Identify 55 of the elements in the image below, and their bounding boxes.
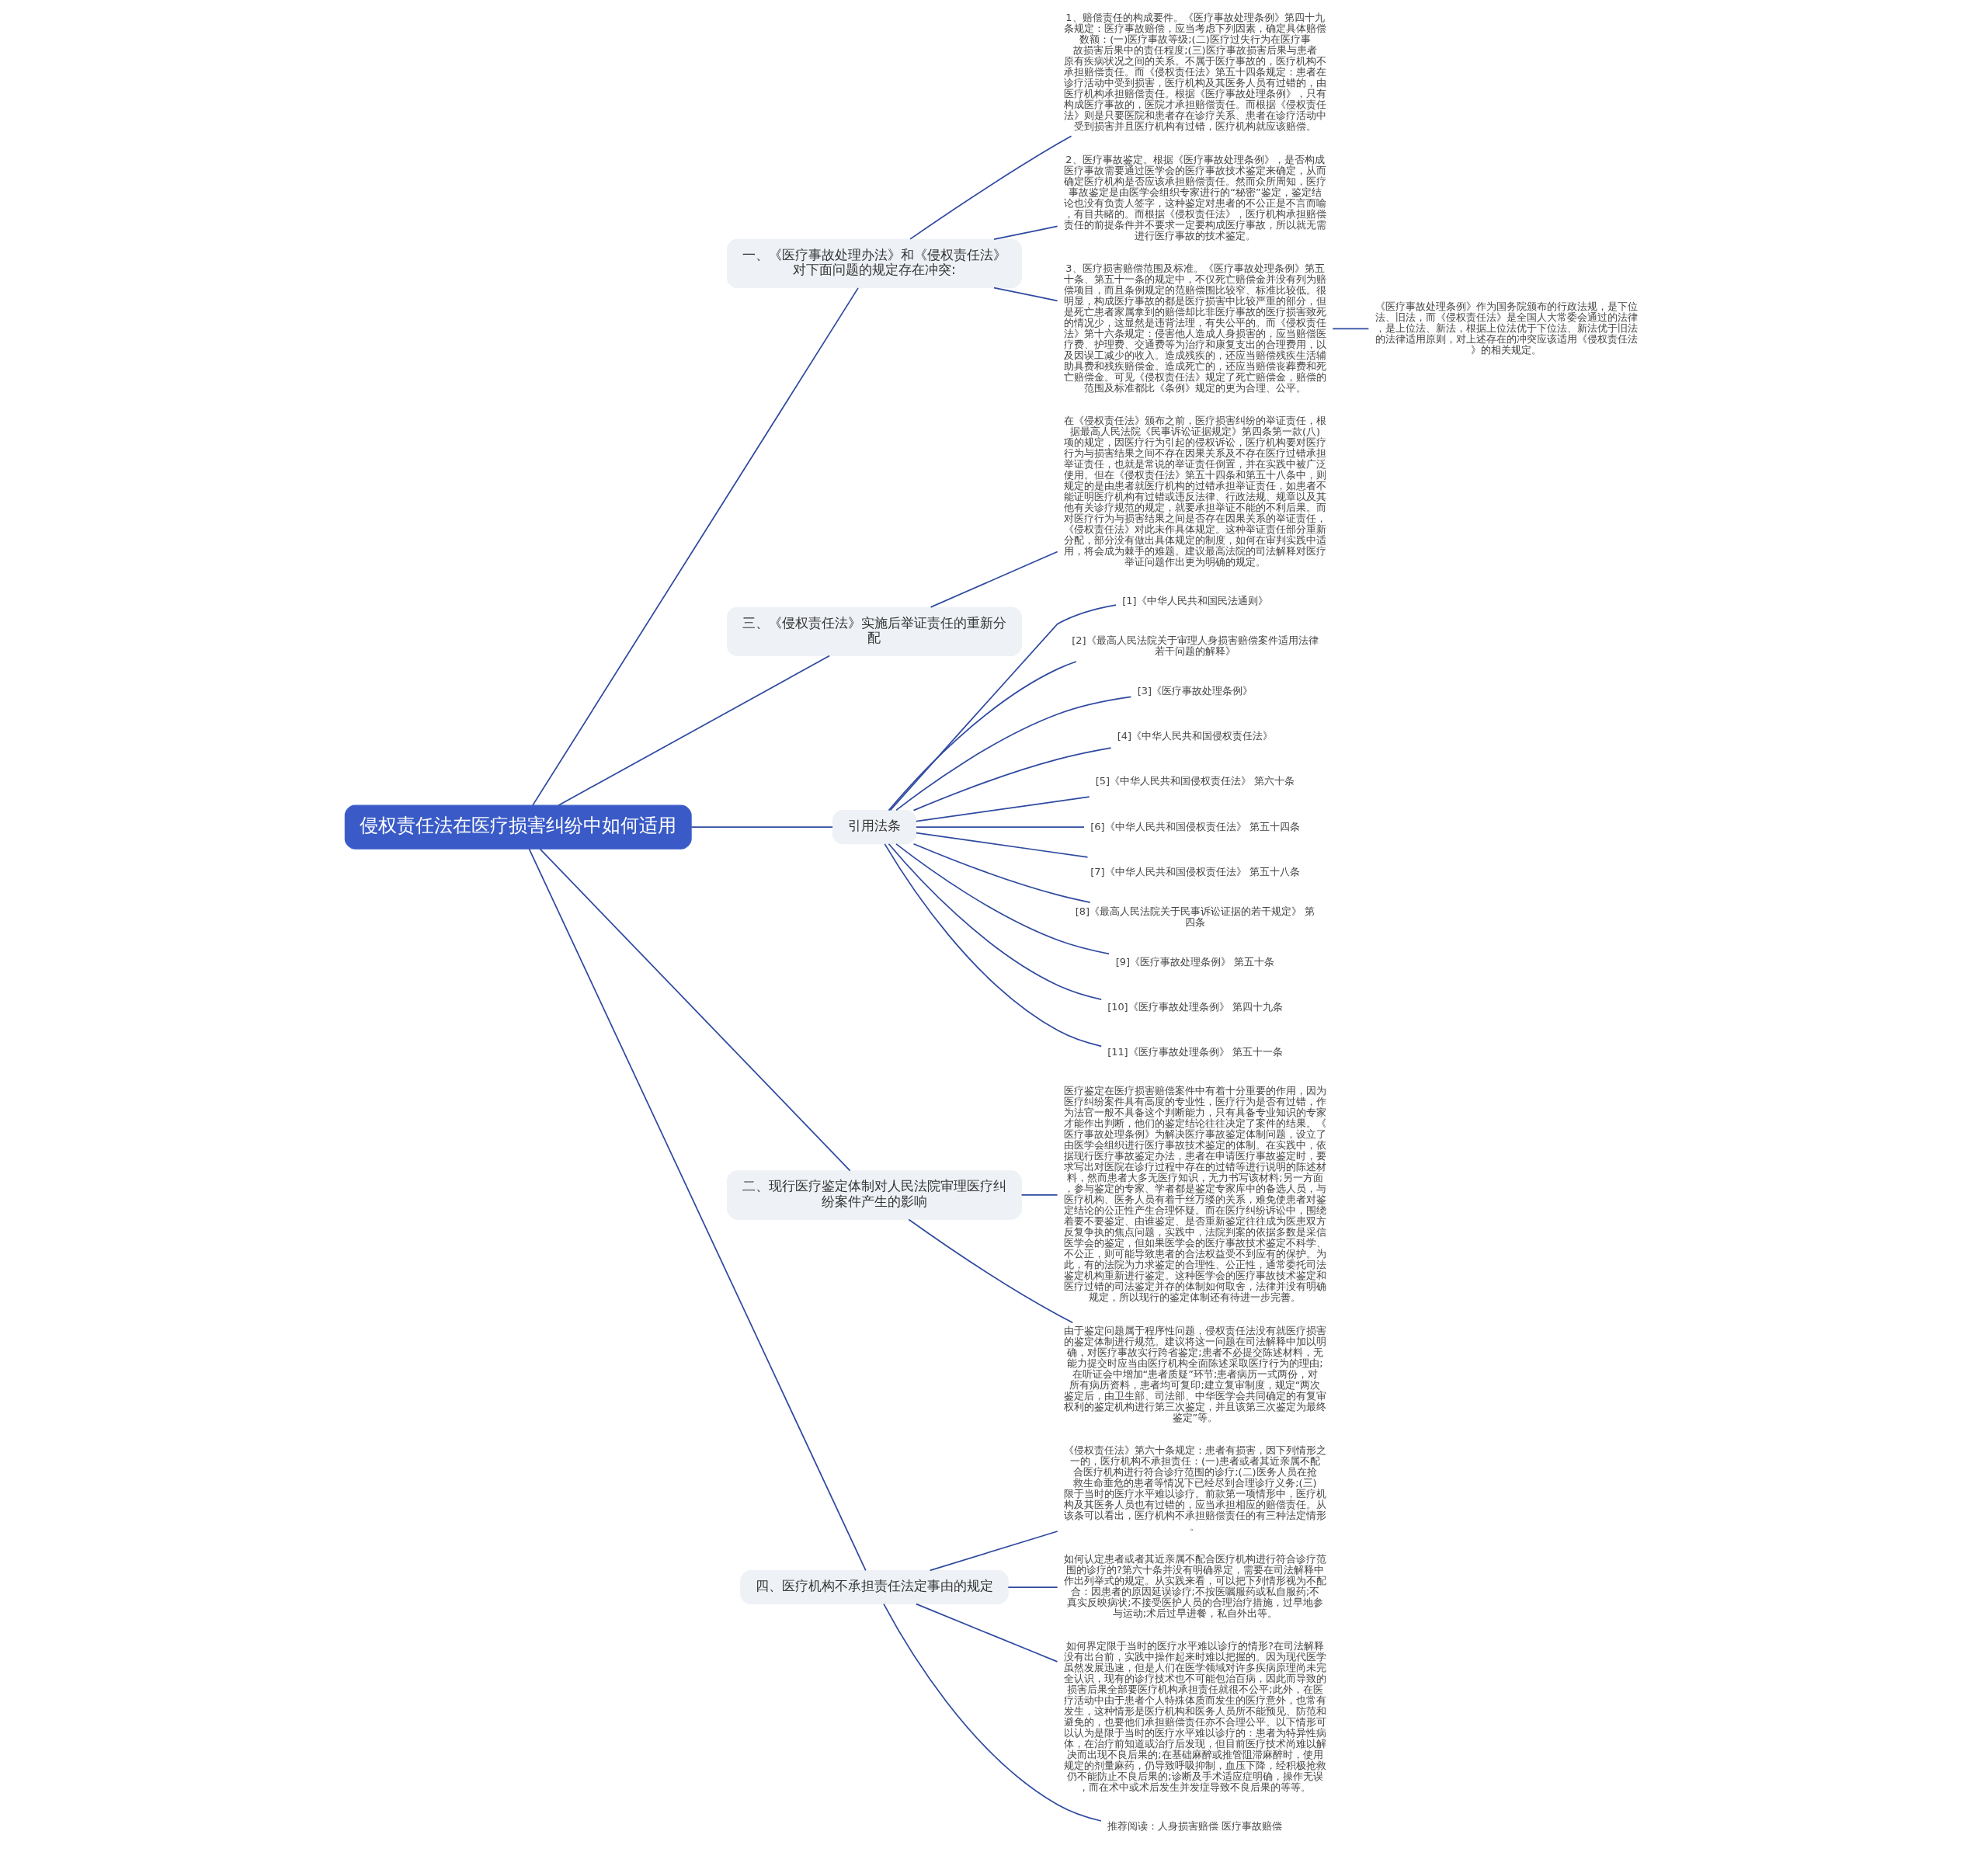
node-text: [5]《中华人民共和国侵权责任法》 第六十条 <box>1095 775 1295 787</box>
node-text: [6]《中华人民共和国侵权责任法》 第五十四条 <box>1090 820 1300 832</box>
connector <box>895 696 1131 811</box>
connector <box>558 655 830 806</box>
connector <box>531 287 859 806</box>
connector <box>895 843 1110 955</box>
node-box: 引用法条 <box>832 810 916 845</box>
connector <box>929 1531 1058 1572</box>
connector <box>930 551 1058 608</box>
connector <box>992 287 1058 302</box>
node-text: [1]《中华人民共和国民法通则》 <box>1121 594 1268 606</box>
connector <box>528 848 867 1572</box>
node-text: 如何认定患者或者其近亲属不配合医疗机构进行符合诊疗范围的诊疗的?第六十条并没有明确界定，需要在司法解释中作出列举式的规定。从实践来看，可以把下列情形视为不配合：因患者的原因延误诊疗;不按医嘱服药或私自服药;不真实反映病状;不接受医护人员的合理治疗措施，过早地参与运动;术后过早进餐，私自外出等。 <box>1063 1553 1326 1620</box>
connector <box>915 1603 1058 1663</box>
connector <box>888 843 1102 1000</box>
connector <box>883 843 1102 1048</box>
node-text: 在《侵权责任法》颁布之前，医疗损害纠纷的举证责任，根据最高人民法院《民事诉讼证据规定》第四条第一款(八)项的规定，因医疗行为引起的侵权诉讼，医疗机构要对医疗行为与损害结果之间不存在因果关系及不存在医疗过错承担举证责任，也就是常说的举证责任倒置，并在实践中被广泛使用。但在《侵权责任法》第五十四条和第五十八条中，则规定的是由患者就医疗机构的过错承担举证责任，如患者不能证明医疗机构有过错或违反法律、行政法规、规章以及其他有关诊疗规范的规定，就要承担举证不能的不利后果。而对医疗行为与损害结果之间是否存在因果关系的举证责任，《侵权责任法》对此未作具体规定。这种举证责任部分重新分配，部分没有做出具体规定的制度，如何在审判实践中适用，将会成为棘手的难题。建议最高法院的司法解释对医疗举证问题作出更为明确的规定。 <box>1063 414 1326 568</box>
node-text: [7]《中华人民共和国侵权责任法》 第五十八条 <box>1090 865 1300 877</box>
connector <box>1006 1586 1058 1588</box>
node-text: 3、医疗损害赔偿范围及标准。《医疗事故处理条例》第五十条、第五十一条的规定中，不仅死亡赔偿金并没有列为赔偿项目，而且条例规定的范赔偿围比较窄、标准比较低。很明显，构成医疗事故的都是医疗损害中比较严重的部分，但是死亡患者家属拿到的赔偿却比非医疗事故的医疗损害致死的情况少，这显然是违背法理，有失公平的。而《侵权责任法》第十六条规定：侵害他人造成人身损害的，应当赔偿医疗费、护理费、交通费等为治疗和康复支出的合理费用，以及因误工减少的收入。造成残疾的，还应当赔偿残疾生活辅助具费和残疾赔偿金。造成死亡的，还应当赔偿丧葬费和死亡赔偿金。可见《侵权责任法》规定了死亡赔偿金，赔偿的范围及标准都比《条例》规定的更为合理、公平。 <box>1063 262 1326 394</box>
node-box: 一、《医疗事故处理办法》和《侵权责任法》对下面问题的规定存在冲突: <box>726 238 1022 289</box>
node-box: 侵权责任法在医疗损害纠纷中如何适用 <box>344 804 692 850</box>
node-text: [3]《医疗事故处理条例》 <box>1137 685 1253 697</box>
connector <box>912 843 1091 903</box>
node-text: 如何界定限于当时的医疗水平难以诊疗的情形?在司法解释没有出台前，实践中操作起来时难以把握的。因为现代医学虽然发展迅速，但是人们在医学领域对许多疾病原理尚未完全认识，现有的诊疗技术也不可能包治百病，因此而导致的损害后果全部要医疗机构承担责任就很不公平;此外，在医疗活动中由于患者个人特殊体质而发生的医疗意外，也常有发生，这种情形是医疗机构和医务人员所不能预见、防范和避免的，也要他们承担赔偿责任亦不合理公平。以下情形可以认为是限于当时的医疗水平难以诊疗的：患者为特异性病体，在治疗前知道或治疗后发现，但目前医疗技术尚难以解决而出现不良后果的;在基础麻醉或推管阻滞麻醉时，使用规定的剂量麻药，仍导致呼吸抑制，血压下降，经积极抢救仍不能防止不良后果的;诊断及手术适应症明确，操作无误，而在术中或术后发生并发症导致不良后果的等等。 <box>1063 1640 1326 1794</box>
node-text: [8]《最高人民法院关于民事诉讼证据的若干规定》 第四条 <box>1075 905 1315 928</box>
connector <box>539 848 850 1172</box>
connector <box>1331 328 1369 330</box>
connector <box>889 604 1117 811</box>
connector <box>915 796 1090 822</box>
connector <box>915 826 1085 828</box>
node-text: 推荐阅读：人身损害赔偿 医疗事故赔偿 <box>1107 1820 1282 1833</box>
connector <box>690 826 833 828</box>
node-text: [10]《医疗事故处理条例》 第四十九条 <box>1107 1001 1283 1013</box>
connector <box>909 135 1072 240</box>
connector <box>888 661 1077 811</box>
connector <box>912 747 1111 811</box>
node-box: 二、现行医疗鉴定体制对人民法院审理医疗纠纷案件产生的影响 <box>726 1170 1022 1220</box>
connector <box>915 832 1088 858</box>
connector <box>1020 1194 1058 1196</box>
node-text: 由于鉴定问题属于程序性问题，侵权责任法没有就医疗损害的鉴定体制进行规范。建议将这一问题在司法解释中加以明确，对医疗事故实行跨省鉴定;患者不必提交陈述材料，无能力提交时应当由医疗机构全面陈述采取医疗行为的理由;在听证会中增加“患者质疑”环节;患者病历一式两份，对所有病历资料，患者均可复印;建立复审制度，规定“两次鉴定后，由卫生部、司法部、中华医学会共同确定的有复审权利的鉴定机构进行第三次鉴定，并且该第三次鉴定为最终鉴定”等。 <box>1063 1324 1326 1423</box>
node-text: 医疗鉴定在医疗损害赔偿案件中有着十分重要的作用，因为医疗纠纷案件具有高度的专业性，医疗行为是否有过错，作为法官一般不具备这个判断能力，只有具备专业知识的专家才能作出判断，他们的鉴定结论往往决定了案件的结果。《医疗事故处理条例》为解决医疗事故鉴定体制问题，设立了由医学会组织进行医疗事故技术鉴定的体制。在实践中，依据现行医疗事故鉴定办法，患者在申请医疗事故鉴定时，要求写出对医院在诊疗过程中存在的过错等进行说明的陈述材料，然而患者大多无医疗知识，无力书写该材料;另一方面，参与鉴定的专家、学者都是鉴定专家库中的备选人员，与医疗机构、医务人员有着千丝万缕的关系，难免使患者对鉴定结论的公正性产生合理怀疑。而在医疗纠纷诉讼中，围绕着要不要鉴定、由谁鉴定、是否重新鉴定往往成为医患双方反复争执的焦点问题，实践中，法院判案的依据多数是采信医学会的鉴定，但如果医学会的医疗事故技术鉴定不科学、不公正，则可能导致患者的合法权益受不到应有的保护。为此，有的法院为力求鉴定的合理性、公正性，通常委托司法鉴定机构重新进行鉴定。这种医学会的医疗事故技术鉴定和医疗过错的司法鉴定并存的体制如何取舍，法律并没有明确规定，所以现行的鉴定体制还有待进一步完善。 <box>1063 1085 1326 1304</box>
connector <box>992 225 1058 240</box>
node-text: 《侵权责任法》第六十条规定：患者有损害，因下列情形之一的，医疗机构不承担责任：(一)患者或者其近亲属不配合医疗机构进行符合诊疗范围的诊疗;(二)医务人员在抢救生命垂危的患者等情况下已经尽到合理诊疗义务;(三)限于当时的医疗水平难以诊疗。前款第一项情形中，医疗机构及其医务人员也有过错的，应当承担相应的赔偿责任。从该条可以看出，医疗机构不承担赔偿责任的有三种法定情形。 <box>1063 1444 1326 1533</box>
node-text: 2、医疗事故鉴定。根据《医疗事故处理条例》，是否构成医疗事故需要通过医学会的医疗事故技术鉴定来确定，从而确定医疗机构是否应该承担赔偿责任。然而众所周知，医疗事故鉴定是由医学会组织专家进行的“秘密”鉴定，鉴定结论也没有负责人签字，这种鉴定对患者的不公正是不言而喻，有目共睹的。而根据《侵权责任法》，医疗机构承担赔偿责任的前提条件并不要求一定要构成医疗事故，所以就无需进行医疗事故的技术鉴定。 <box>1063 153 1326 241</box>
node-text: [11]《医疗事故处理条例》 第五十一条 <box>1107 1046 1283 1058</box>
node-text: [9]《医疗事故处理条例》 第五十条 <box>1115 955 1274 968</box>
node-box: 三、《侵权责任法》实施后举证责任的重新分配 <box>726 606 1022 656</box>
node-text: 1、赔偿责任的构成要件。《医疗事故处理条例》第四十九条规定：医疗事故赔偿，应当考虑下列因素，确定具体赔偿数额：(一)医疗事故等级;(二)医疗过失行为在医疗事故损害后果中的责任程度;(三)医疗事故损害后果与患者原有疾病状况之间的关系。不属于医疗事故的，医疗机构不承担赔偿责任。而《侵权责任法》第五十四条规定：患者在诊疗活动中受到损害，医疗机构及其医务人员有过错的，由医疗机构承担赔偿责任。根据《医疗事故处理条例》，只有构成医疗事故的，医院才承担赔偿责任。而根据《侵权责任法》则是只要医院和患者存在诊疗关系、患者在诊疗活动中受到损害并且医疗机构有过错，医疗机构就应该赔偿。 <box>1063 12 1326 133</box>
node-text: [2]《最高人民法院关于审理人身损害赔偿案件适用法律若干问题的解释》 <box>1071 634 1319 657</box>
connector <box>907 1218 1073 1323</box>
node-text: [4]《中华人民共和国侵权责任法》 <box>1117 730 1273 742</box>
connector <box>882 1603 1102 1822</box>
node-box: 四、医疗机构不承担责任法定事由的规定 <box>739 1569 1009 1605</box>
node-text: 《医疗事故处理条例》作为国务院颁布的行政法规，是下位法、旧法，而《侵权责任法》是全国人大常委会通过的法律，是上位法、新法，根据上位法优于下位法、新法优于旧法的法律适用原则，对上述存在的冲突应该适用《侵权责任法》的相关规定。 <box>1375 300 1638 356</box>
